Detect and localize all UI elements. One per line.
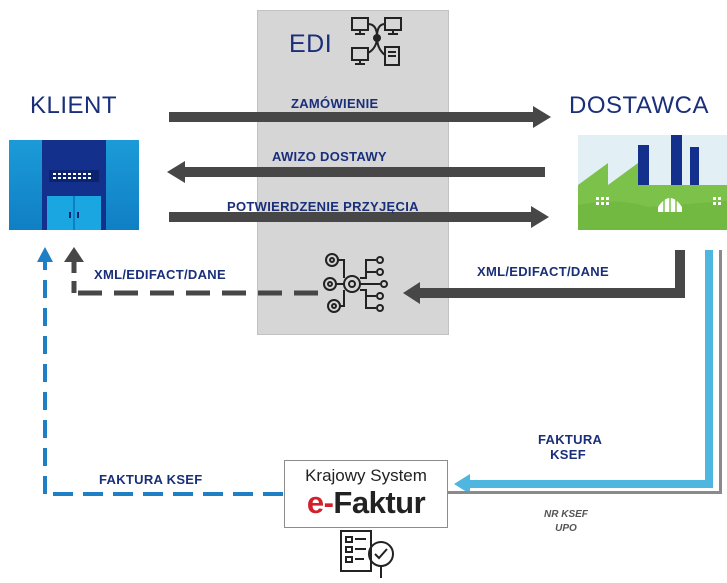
processing-gears-icon bbox=[323, 253, 388, 313]
network-computers-icon bbox=[351, 17, 402, 66]
ksef-logo-line1: Krajowy System bbox=[305, 466, 427, 485]
invoice-to-ksef-arrow bbox=[454, 250, 713, 494]
receipt-arrow bbox=[169, 206, 549, 228]
ksef-response-label: NR KSEF UPO bbox=[544, 508, 588, 536]
invoice-to-ksef-label: FAKTURA KSEF bbox=[538, 432, 603, 462]
invoice-to-ksef-line1: FAKTURA bbox=[538, 432, 603, 447]
order-arrow bbox=[169, 106, 551, 128]
invoice-to-client-arrowhead bbox=[37, 247, 53, 262]
advice-label: AWIZO DOSTAWY bbox=[272, 149, 387, 164]
ksef-logo: Krajowy System e-Faktur bbox=[284, 460, 448, 528]
supplier-factory-icon bbox=[578, 135, 727, 230]
client-building-icon bbox=[9, 140, 139, 230]
ksef-logo-main: Faktur bbox=[333, 485, 426, 520]
supplier-format-arrow bbox=[403, 250, 685, 304]
invoice-to-ksef-line2: KSEF bbox=[550, 447, 586, 462]
ksef-response-line1: NR KSEF bbox=[544, 509, 588, 520]
supplier-format-label: XML/EDIFACT/DANE bbox=[477, 264, 609, 279]
order-label: ZAMÓWIENIE bbox=[291, 96, 379, 111]
advice-arrow bbox=[167, 161, 545, 183]
ksef-logo-prefix: e- bbox=[306, 485, 334, 520]
edi-title: EDI bbox=[289, 30, 333, 58]
ksef-response-arrow bbox=[447, 250, 722, 494]
client-format-arrowhead bbox=[64, 247, 84, 262]
client-format-label: XML/EDIFACT/DANE bbox=[94, 267, 226, 282]
receipt-label: POTWIERDZENIE PRZYJĘCIA bbox=[227, 199, 419, 214]
ksef-logo-line2: e-Faktur bbox=[285, 485, 447, 521]
client-format-arrow bbox=[71, 262, 318, 296]
invoice-to-client-arrow bbox=[43, 262, 283, 496]
ksef-response-line2: UPO bbox=[555, 523, 577, 534]
supplier-title: DOSTAWCA bbox=[569, 92, 709, 119]
client-title: KLIENT bbox=[30, 92, 118, 119]
invoice-to-client-label: FAKTURA KSEF bbox=[99, 472, 203, 487]
document-search-icon bbox=[340, 530, 394, 578]
